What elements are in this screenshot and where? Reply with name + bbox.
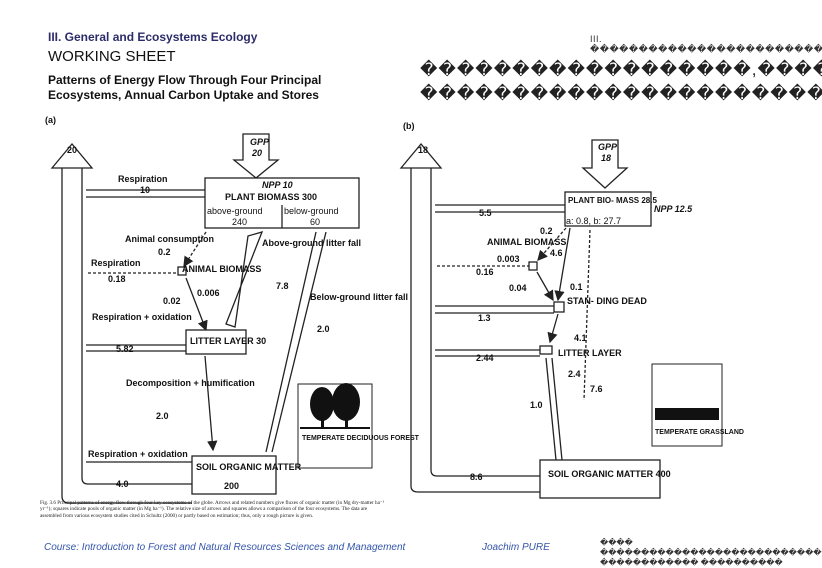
a-decomp-val: 2.0 [156,411,169,421]
a-val-582: 5.82 [116,344,134,354]
a-above-ground: above-ground [207,206,263,216]
b-gpp: GPP [598,142,618,152]
footer-right: ���� ���������������������������� ������… [600,538,822,567]
a-gpp-val: 20 [251,148,262,158]
b-val-01: 0.1 [570,282,583,292]
a-below-litter: Below-ground litter fall [310,292,408,302]
a-above-litter-val: 7.8 [276,281,289,291]
subtitle-right: ������������������,����� ���������������… [420,60,822,103]
a-resp-ox2: Respiration + oxidation [88,449,188,459]
b-val-10: 1.0 [530,400,543,410]
a-respiration2: Respiration [91,258,141,268]
panel-a-label: (a) [45,115,56,125]
a-respiration-val: 10 [140,185,150,195]
header-right-title: III. ������������������������ [590,34,822,54]
a-forest-label: TEMPERATE DECIDUOUS FOREST [302,435,420,442]
a-above-val: 240 [232,217,247,227]
a-below-litter-val: 2.0 [317,324,330,334]
b-animal: ANIMAL BIOMASS [487,237,566,247]
b-val-76: 7.6 [590,384,603,394]
a-animal-consumption: Animal consumption [125,234,214,244]
a-gpp: GPP [250,137,270,147]
footer-author: Joachim PURE [482,542,550,553]
b-standing: STAN- DING DEAD [567,296,647,306]
b-val-004: 0.04 [509,283,527,293]
b-grass-label: TEMPERATE GRASSLAND [655,429,744,436]
a-resp-ox2-val: 4.0 [116,479,129,489]
panel-b-label: (b) [403,121,415,131]
a-litter: LITTER LAYER 30 [190,336,266,346]
b-plant: PLANT BIO- MASS 28.5 [568,196,657,205]
footer-course: Course: Introduction to Forest and Natur… [44,542,406,553]
a-below-val: 60 [310,217,320,227]
b-val-55: 5.5 [479,208,492,218]
header-left-title: III. General and Ecosystems Ecology [48,30,258,44]
a-som-val: 200 [224,481,239,491]
a-decomp: Decomposition + humification [126,378,255,388]
b-litter-val: 2.4 [568,369,581,379]
b-litter: LITTER LAYER [558,348,622,358]
b-top-out: 18 [418,145,428,155]
a-val-002: 0.02 [163,296,181,306]
a-plant-npp: NPP 10 [262,180,293,190]
b-val-86: 8.6 [470,472,483,482]
a-resp-ox: Respiration + oxidation [92,312,192,322]
figure-caption: Fig. 3.6 Principal patterns of energy fl… [40,500,385,519]
b-standing-val: 4.1 [574,333,587,343]
a-below-ground: below-ground [284,206,339,216]
a-animal-biomass: ANIMAL BIOMASS [182,264,261,274]
b-som: SOIL ORGANIC MATTER 400 [548,469,671,479]
b-val-244: 2.44 [476,353,494,363]
a-respiration: Respiration [118,174,168,184]
a-respiration2-val: 0.18 [108,274,126,284]
b-val-02: 0.2 [540,226,553,236]
a-som: SOIL ORGANIC MATTER [196,462,302,472]
b-val-016: 0.16 [476,267,494,277]
a-top-out: 20 [67,145,77,155]
a-above-litter: Above-ground litter fall [262,238,361,248]
working-sheet-title: WORKING SHEET [48,48,176,65]
a-animal-biomass-val: 0.006 [197,288,220,298]
b-val-46: 4.6 [550,248,563,258]
a-animal-consumption-val: 0.2 [158,247,171,257]
b-val-13: 1.3 [478,313,491,323]
b-gpp-val: 18 [601,153,611,163]
b-animal-val: 0.003 [497,254,520,264]
b-ab: a: 0.8, b: 27.7 [566,216,621,226]
b-npp: NPP 12.5 [654,204,693,214]
a-plant-biomass: PLANT BIOMASS 300 [225,192,317,202]
grassland-icon [651,363,723,447]
subtitle: Patterns of Energy Flow Through Four Pri… [48,73,322,102]
